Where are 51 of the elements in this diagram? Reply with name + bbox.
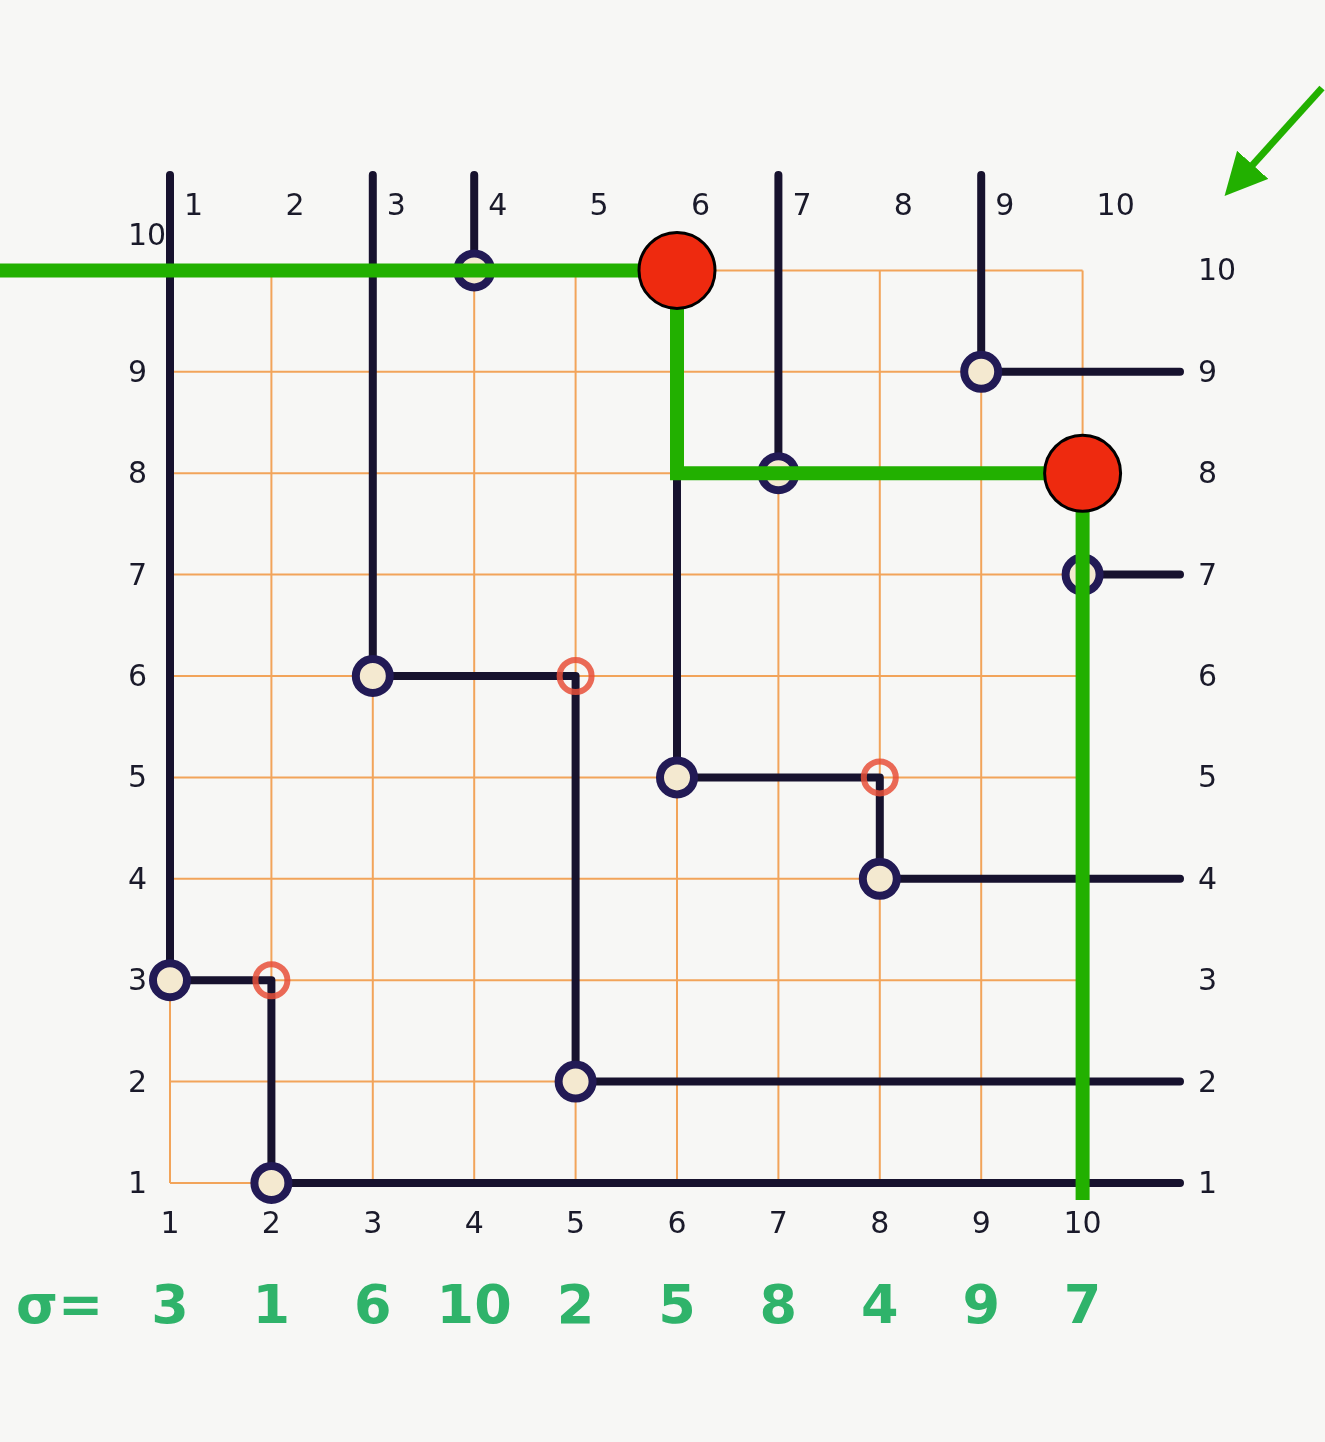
column-number: 3 [386,188,406,222]
row-number: 2 [1198,1064,1218,1099]
row-number: 4 [1198,861,1218,896]
row-number: 2 [128,1064,148,1099]
row-number: 4 [128,861,148,896]
column-number: 10 [1063,1206,1102,1240]
column-number: 1 [184,188,204,222]
row-number: 7 [1198,557,1218,592]
row-number: 10 [128,218,167,253]
row-number: 8 [128,456,148,491]
column-number: 5 [566,1206,586,1240]
column-number: 7 [792,188,812,222]
row-number: 9 [1198,354,1218,389]
row-number: 1 [1198,1166,1218,1200]
column-number: 2 [261,1206,281,1240]
column-number: 5 [589,188,609,222]
row-number: 1 [128,1166,148,1200]
column-number: 9 [995,188,1015,222]
permutation-value: 6 [354,1275,392,1335]
row-number: 6 [128,659,148,693]
column-number: 8 [893,188,913,222]
column-number: 1 [160,1206,180,1240]
column-number: 6 [667,1206,687,1240]
permutation-value: 2 [556,1275,595,1335]
column-number: 10 [1096,188,1135,222]
permutation-value: 8 [759,1275,798,1335]
permutation-symbol: σ= [16,1275,104,1335]
column-number: 8 [870,1206,890,1240]
permutation-value: 5 [658,1275,696,1335]
row-number: 10 [1198,253,1237,288]
column-number: 6 [691,188,711,222]
permutation-value: 1 [252,1275,291,1335]
row-number: 5 [128,760,148,795]
permutation-value: 10 [436,1275,512,1335]
column-number: 3 [363,1206,383,1240]
column-number: 2 [285,188,305,222]
permutation-value: 3 [151,1275,189,1335]
permutation-value: 9 [962,1275,1000,1335]
row-number: 9 [128,354,148,389]
row-number: 8 [1198,456,1218,491]
column-number: 4 [488,188,508,222]
permutation-value: 7 [1063,1275,1102,1335]
row-number: 5 [1198,760,1218,795]
column-number: 7 [768,1206,788,1240]
row-number: 7 [128,557,148,592]
permutation-value: 4 [861,1275,899,1335]
row-number: 6 [1198,659,1218,693]
column-number: 9 [971,1206,991,1240]
column-number: 4 [464,1206,484,1240]
row-number: 3 [128,963,148,998]
row-number: 3 [1198,963,1218,998]
